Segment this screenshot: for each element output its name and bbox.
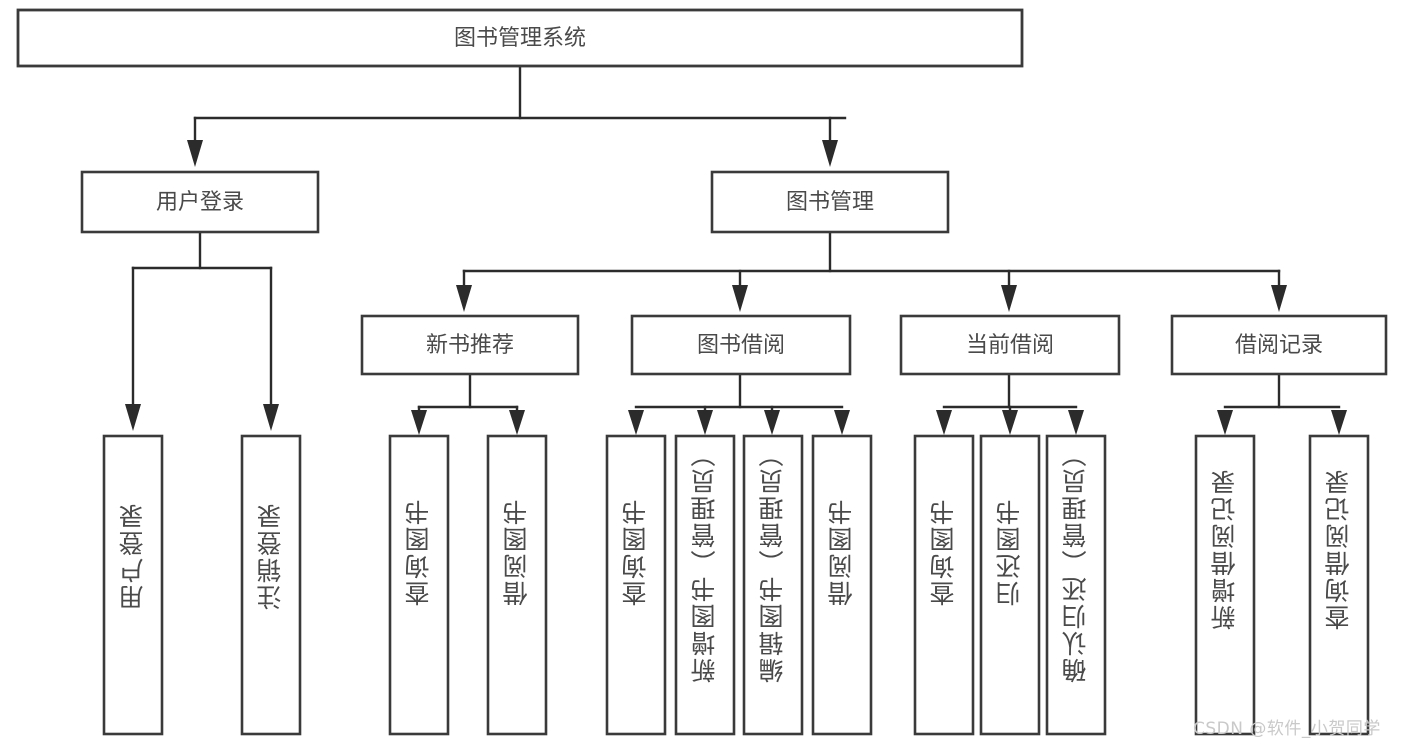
leaf-box-bb-query-book[interactable] bbox=[605, 434, 667, 736]
arrowhead-cb-query bbox=[936, 410, 952, 435]
edge-group-book-borrow bbox=[628, 372, 850, 435]
edge-group-borrow-record bbox=[1217, 373, 1347, 435]
arrowhead-user-login bbox=[187, 140, 203, 167]
node-root-label: 图书管理系统 bbox=[454, 26, 586, 51]
leaf-box-cb-return-book[interactable] bbox=[979, 434, 1041, 736]
leaf-box-logout[interactable] bbox=[240, 434, 302, 736]
node-book-borrow-label: 图书借阅 bbox=[697, 333, 785, 358]
arrowhead-br-add bbox=[1217, 410, 1233, 435]
node-user-login-box[interactable] bbox=[80, 170, 320, 234]
edge-group-root bbox=[187, 64, 847, 167]
arrowhead-borrow-record bbox=[1271, 285, 1287, 312]
arrowhead-cb-confirm bbox=[1068, 410, 1084, 435]
node-borrow-record-label: 借阅记录 bbox=[1235, 333, 1323, 358]
arrowhead-bb-query bbox=[628, 410, 644, 435]
node-root-box[interactable] bbox=[16, 8, 1024, 68]
arrowhead-current-borrow bbox=[1001, 285, 1017, 312]
arrowhead-bb-add bbox=[697, 410, 713, 435]
node-borrow-record-box[interactable] bbox=[1170, 314, 1388, 376]
arrowhead-cb-return bbox=[1002, 410, 1018, 435]
arrowhead-book-manage bbox=[822, 140, 838, 167]
arrowhead-book-borrow bbox=[732, 285, 748, 312]
arrowhead-nb-borrow bbox=[509, 410, 525, 435]
leaf-box-cb-query-book[interactable] bbox=[913, 434, 975, 736]
leaf-box-br-query-record[interactable] bbox=[1308, 434, 1370, 736]
edge-group-user-login bbox=[125, 230, 279, 431]
node-new-book-label: 新书推荐 bbox=[426, 333, 514, 358]
arrowhead-bb-edit bbox=[764, 410, 780, 435]
leaf-box-nb-query-book[interactable] bbox=[388, 434, 450, 736]
arrowhead-new-book bbox=[456, 285, 472, 312]
leaf-box-user-login[interactable] bbox=[102, 434, 164, 736]
edge-group-book-manage bbox=[456, 230, 1287, 312]
leaf-box-bb-edit-book[interactable] bbox=[742, 434, 804, 736]
leaf-box-bb-add-book[interactable] bbox=[674, 434, 736, 736]
node-book-borrow-box[interactable] bbox=[630, 314, 852, 376]
edge-group-new-book bbox=[411, 372, 525, 435]
leaf-box-cb-confirm-return[interactable] bbox=[1045, 434, 1107, 736]
leaf-box-bb-borrow-book[interactable] bbox=[811, 434, 873, 736]
node-current-borrow-label: 当前借阅 bbox=[966, 333, 1054, 358]
leaf-box-nb-borrow-book[interactable] bbox=[486, 434, 548, 736]
arrowhead-br-query bbox=[1331, 410, 1347, 435]
arrowhead-bb-borrow bbox=[834, 410, 850, 435]
node-user-login-label: 用户登录 bbox=[156, 190, 244, 215]
node-current-borrow-box[interactable] bbox=[899, 314, 1121, 376]
edge-group-current-borrow bbox=[936, 372, 1084, 435]
leaf-box-br-add-record[interactable] bbox=[1194, 434, 1256, 736]
node-book-manage-box[interactable] bbox=[710, 170, 950, 234]
arrowhead-leaf-user-login bbox=[125, 404, 141, 431]
arrowhead-leaf-logout bbox=[263, 404, 279, 431]
node-new-book-box[interactable] bbox=[360, 314, 580, 376]
node-book-manage-label: 图书管理 bbox=[786, 190, 874, 215]
arrowhead-nb-query bbox=[411, 410, 427, 435]
